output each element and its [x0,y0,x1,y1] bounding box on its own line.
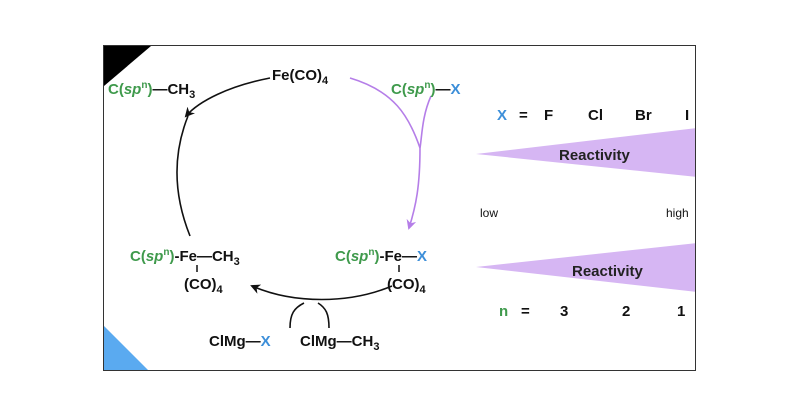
intermediate-fe-ch3: C(spn)-Fe—CH3 [130,247,240,268]
scale-low: low [480,206,498,220]
hybridization-n-label: n [499,303,508,320]
intermediate-fe-x-co: (CO)4 [387,276,427,296]
hybridization-n-1: 1 [677,303,685,320]
arrow-to-fe-x-intermediate [406,95,432,230]
halogen-trend-equals: = [519,107,528,124]
figure-frame: Fe(CO)4 C(spn)—CH3 C(spn)—X C(spn)-Fe—X … [103,45,696,371]
arrow-catalyst-to-product [184,77,271,118]
catalytic-cycle-diagram: Fe(CO)4 C(spn)—CH3 C(spn)—X C(spn)-Fe—X … [104,46,695,370]
halogen-cl: Cl [588,107,603,124]
arrow-left-arc [176,115,191,237]
hybridization-n-3: 3 [560,303,568,320]
hybridization-reactivity-label: Reactivity [572,263,644,280]
arrow-oxidative-addition [349,77,421,149]
product-c-ch3: C(spn)—CH3 [108,80,195,101]
grignard-byproduct: ClMg—X [209,333,271,350]
intermediate-fe-x: C(spn)-Fe—X [335,247,427,265]
halogen-reactivity-wedge [476,128,695,177]
hybridization-n-2: 2 [622,303,630,320]
halogen-f: F [544,107,553,124]
hybridization-equals: = [521,303,530,320]
halogen-trend-x-label: X [497,107,507,124]
grignard-reagent: ClMg—CH3 [300,333,379,353]
halogen-i: I [685,107,689,124]
halogen-br: Br [635,107,652,124]
arrow-transmetalation [250,284,393,301]
corner-blue-triangle [104,326,148,370]
substrate-c-x: C(spn)—X [391,80,460,98]
hybridization-reactivity-wedge [476,243,695,292]
intermediate-fe-ch3-co: (CO)4 [184,276,224,296]
arrow-grignard-out [289,302,305,329]
halogen-reactivity-label: Reactivity [559,147,631,164]
arrow-grignard-in [317,302,330,329]
catalyst-feco4: Fe(CO)4 [272,67,329,87]
corner-black-triangle [104,46,151,86]
scale-high: high [666,206,689,220]
